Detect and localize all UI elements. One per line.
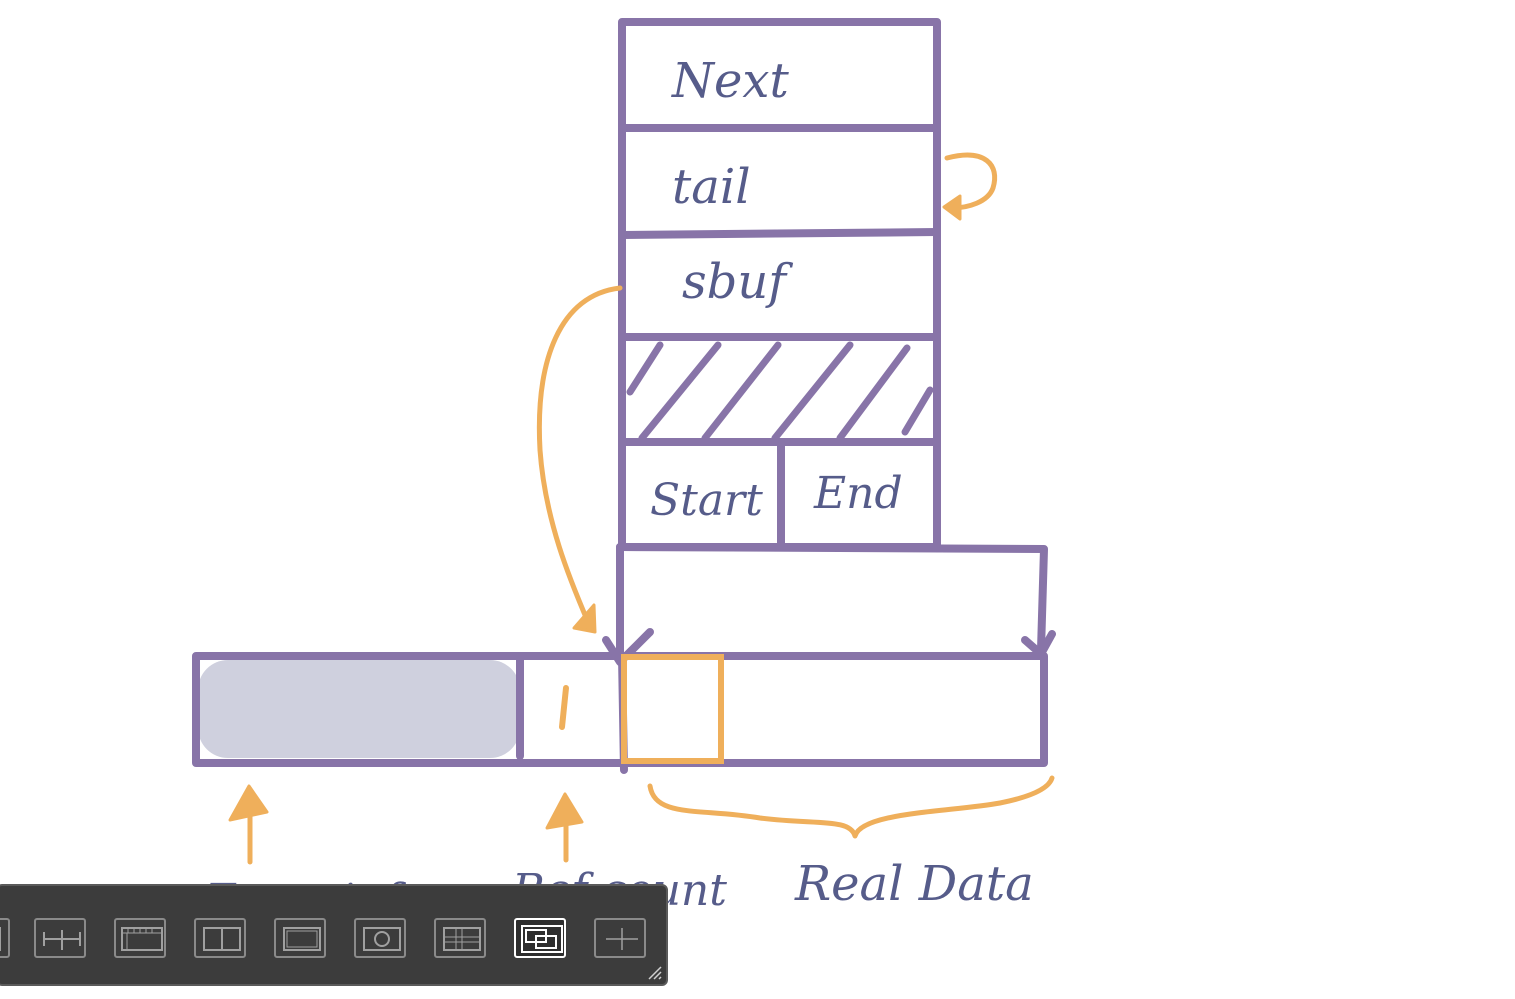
grid-icon (443, 927, 481, 951)
tail-self-arrow (942, 152, 998, 221)
pointer-bracket (616, 543, 1048, 654)
tool-palette (0, 884, 668, 986)
resize-grip-icon[interactable] (645, 963, 663, 981)
box-icon (0, 927, 1, 951)
ruler-icon (121, 927, 163, 951)
overlay-tool[interactable] (514, 918, 566, 958)
struct-divider-2 (618, 228, 941, 239)
start-end-pointers (602, 543, 1056, 666)
magnifier-tool[interactable] (354, 918, 406, 958)
field-tail-label: tail (672, 159, 751, 215)
buffer: 1 (192, 652, 1048, 774)
grid-tool[interactable] (434, 918, 486, 958)
start-label: Start (650, 475, 763, 526)
real-data-brace (647, 775, 1055, 839)
crosshair-tool[interactable] (594, 918, 646, 958)
columns-tool[interactable] (194, 918, 246, 958)
refcount-arrow (545, 792, 584, 863)
width-measure-tool[interactable] (34, 918, 86, 958)
horizontal-measure-icon (43, 930, 81, 950)
first-data-cell (621, 654, 724, 764)
rectangle-tool[interactable] (274, 918, 326, 958)
extra-info-arrow (228, 784, 269, 865)
sbuf-arrow (536, 285, 623, 634)
partial-left-tool[interactable] (0, 918, 10, 958)
field-sbuf-label: sbuf (682, 254, 793, 310)
ruler-tool[interactable] (114, 918, 166, 958)
extra-info-region (198, 660, 520, 758)
field-next-label: Next (671, 53, 789, 109)
refcount-value-mark (559, 685, 569, 730)
crosshair-icon (606, 928, 638, 950)
rectangle-icon (283, 927, 321, 951)
overlapping-rectangles-icon (521, 925, 563, 953)
end-label: End (813, 468, 903, 519)
hatched-area (626, 341, 934, 442)
columns-icon (203, 927, 241, 951)
real-data-label: Real Data (794, 856, 1034, 912)
magnifier-icon (363, 927, 401, 951)
